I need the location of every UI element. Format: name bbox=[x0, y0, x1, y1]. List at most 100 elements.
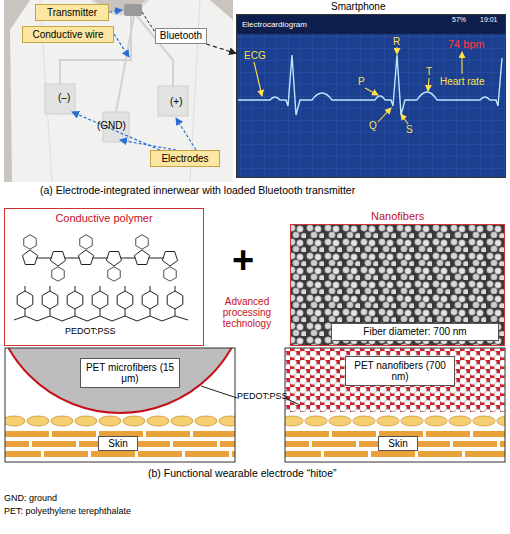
ecg-pointers bbox=[378, 108, 391, 122]
pedot-pss-structure bbox=[164, 267, 176, 281]
pedot-pss-structure bbox=[134, 250, 149, 265]
node-text: Smartphone bbox=[331, 1, 385, 12]
footnote: GND: ground bbox=[4, 494, 57, 504]
nanofiber-cross-section bbox=[377, 416, 399, 426]
skin-label-box: Skin bbox=[378, 436, 418, 451]
node-text: Electrodes bbox=[161, 153, 208, 165]
nanofiber-cross-section bbox=[497, 416, 505, 426]
nanofiber-cross-section bbox=[285, 416, 303, 426]
nanofiber-cross-section bbox=[285, 451, 505, 457]
panel-frame bbox=[5, 348, 235, 462]
node-text: Bluetooth bbox=[160, 30, 202, 42]
nanofiber-cross-section bbox=[353, 416, 375, 426]
shirt-photo bbox=[10, 0, 233, 182]
node-text: Conductive wire bbox=[32, 29, 103, 41]
sem-image bbox=[291, 225, 504, 345]
leader-arrows bbox=[72, 112, 160, 150]
pedot-pss-structure bbox=[136, 235, 148, 249]
nanofiber-cross-section bbox=[285, 348, 505, 462]
pedot-pss-structure bbox=[162, 252, 177, 267]
pedot-pss-structure bbox=[14, 235, 188, 321]
wireless-link-arrow bbox=[206, 44, 236, 53]
microfiber-cross-section bbox=[195, 416, 217, 426]
plus-sign: + bbox=[232, 240, 254, 282]
figure-caption: (b) Functional wearable electrode “hitoe… bbox=[148, 468, 337, 480]
wave-name: Q bbox=[369, 120, 377, 131]
microfiber-cross-section bbox=[219, 416, 235, 426]
ecg-pointers bbox=[461, 52, 462, 74]
microfiber-cross-section bbox=[75, 416, 97, 426]
wave-name: S bbox=[406, 124, 413, 135]
pedot-pss-structure bbox=[50, 252, 65, 267]
nanofiber-cross-section bbox=[473, 416, 495, 426]
nanofiber-cross-section bbox=[285, 348, 505, 412]
pedot-pss-structure bbox=[67, 291, 83, 309]
microfiber-cross-section bbox=[51, 416, 73, 426]
microfiber-cross-section bbox=[147, 416, 169, 426]
pedot-pss-structure bbox=[117, 291, 133, 309]
value-name: Heart rate bbox=[440, 76, 484, 87]
shirt-photo bbox=[45, 84, 75, 114]
microfiber-cross-section bbox=[5, 348, 235, 462]
pedot-pss-structure bbox=[108, 267, 120, 281]
heart-rate-value: 74 bpm bbox=[448, 38, 485, 50]
ecg-pointers bbox=[428, 78, 429, 91]
nanofiber-cross-section bbox=[329, 416, 351, 426]
nanofiber-cross-section bbox=[305, 416, 327, 426]
node-text: Electrocardiogram bbox=[242, 21, 307, 30]
scale-label-box: Fiber diameter: 700 nm bbox=[331, 323, 499, 341]
wave-name: R bbox=[393, 36, 400, 47]
node-text: PEDOT:PSS bbox=[65, 327, 116, 337]
leader-arrows bbox=[109, 10, 122, 12]
microfiber-cross-section bbox=[5, 416, 25, 426]
shirt-photo bbox=[124, 4, 142, 16]
skin-label-box: Skin bbox=[98, 436, 138, 451]
node-text: Skin bbox=[108, 438, 127, 450]
nanofiber-cross-section bbox=[285, 348, 505, 412]
signal-name: ECG bbox=[244, 50, 266, 61]
microfiber-cross-section bbox=[171, 416, 193, 426]
nanofiber-cross-section bbox=[401, 416, 423, 426]
phone-screen bbox=[236, 14, 506, 34]
leader-arrows bbox=[176, 118, 196, 150]
pedot-pss-structure bbox=[42, 291, 58, 309]
phone-screen bbox=[236, 34, 506, 178]
pedot-pss-structure bbox=[78, 250, 93, 265]
panel-frame bbox=[285, 348, 505, 462]
microfiber-cross-section bbox=[5, 451, 235, 457]
pedot-pss-structure bbox=[92, 291, 108, 309]
node-text: Conductive polymer bbox=[5, 212, 203, 224]
pedot-pss-structure bbox=[14, 316, 188, 321]
status-text: 57% bbox=[452, 16, 466, 24]
phone-screen bbox=[236, 14, 506, 178]
callout-box: Bluetooth bbox=[155, 28, 207, 44]
leader-arrows bbox=[120, 140, 176, 150]
pedot-pss-structure bbox=[25, 286, 175, 291]
phone-screen bbox=[236, 14, 506, 178]
node-text: PET nanofibers (700 nm) bbox=[346, 360, 454, 383]
pedot-pss-structure bbox=[25, 309, 175, 316]
shirt-photo bbox=[4, 0, 233, 182]
status-text: 19:01 bbox=[480, 16, 498, 24]
figure-caption: (a) Electrode-integrated innerwear with … bbox=[40, 185, 355, 197]
leader-arrows bbox=[114, 34, 129, 57]
callout-box: Conductive wire bbox=[22, 26, 114, 43]
node-text: Transmitter bbox=[47, 7, 97, 19]
microfiber-cross-section bbox=[123, 416, 145, 426]
wave-name: T bbox=[426, 66, 432, 77]
pedot-pss-structure bbox=[142, 291, 158, 309]
node-text: Nanofibers bbox=[371, 210, 424, 222]
electrode-polarity: (–) bbox=[58, 92, 70, 103]
electrode-polarity: (+) bbox=[170, 96, 183, 107]
pedot-pss-structure bbox=[17, 291, 33, 309]
node-text: Fiber diameter: 700 nm bbox=[363, 326, 466, 338]
electrode-polarity: (GND) bbox=[97, 120, 126, 131]
pedot-pss-structure bbox=[24, 235, 36, 249]
ecg-pointers bbox=[401, 114, 408, 124]
polymer-panel: Conductive polymerPEDOT:PSS bbox=[4, 208, 204, 346]
bluetooth-signal-line bbox=[142, 12, 155, 32]
wave-name: P bbox=[358, 76, 365, 87]
